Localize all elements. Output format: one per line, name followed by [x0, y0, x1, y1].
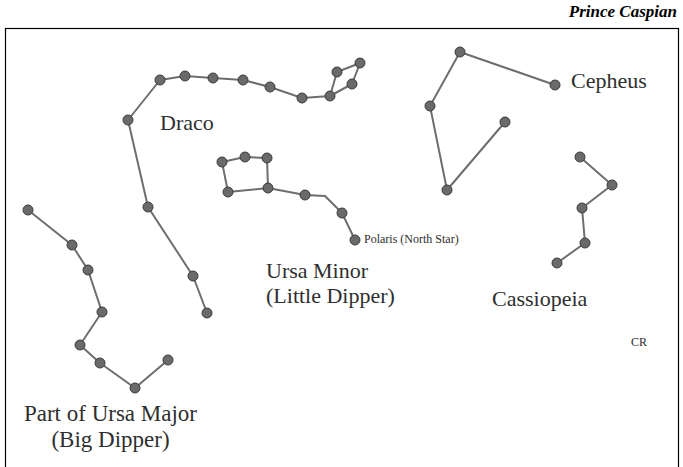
stars — [23, 47, 617, 393]
star — [75, 340, 85, 350]
star — [263, 183, 273, 193]
star — [347, 79, 357, 89]
star — [67, 240, 77, 250]
star — [155, 75, 165, 85]
star — [123, 115, 133, 125]
cepheus-line — [430, 52, 555, 190]
star — [442, 185, 452, 195]
star — [130, 383, 140, 393]
star — [425, 101, 435, 111]
star — [607, 180, 617, 190]
credit-mark: CR — [631, 336, 647, 350]
frame — [6, 29, 679, 467]
star — [300, 190, 310, 200]
star — [163, 355, 173, 365]
star — [95, 358, 105, 368]
star — [577, 203, 587, 213]
constellation-name: Cepheus — [571, 68, 647, 93]
star — [262, 153, 272, 163]
star — [97, 307, 107, 317]
star — [550, 80, 560, 90]
ursa-minor-line — [222, 157, 355, 240]
star — [500, 117, 510, 127]
star — [223, 187, 233, 197]
page-title: Prince Caspian — [569, 2, 677, 22]
star — [265, 82, 275, 92]
star — [83, 265, 93, 275]
star — [332, 67, 342, 77]
star — [297, 93, 307, 103]
constellation-name: Cassiopeia — [492, 286, 587, 311]
constellation-name: Part of Ursa Major (Big Dipper) — [8, 401, 213, 454]
star — [238, 75, 248, 85]
star — [455, 47, 465, 57]
star — [202, 308, 212, 318]
star — [355, 58, 365, 68]
star — [23, 205, 33, 215]
constellation-name: Draco — [160, 110, 214, 135]
constellation-lines — [28, 52, 612, 388]
star — [240, 152, 250, 162]
star — [580, 238, 590, 248]
cassiopeia-line — [557, 157, 612, 263]
star — [575, 152, 585, 162]
star — [552, 258, 562, 268]
star — [337, 208, 347, 218]
star — [208, 73, 218, 83]
star — [180, 71, 190, 81]
constellation-name: Ursa Minor (Little Dipper) — [266, 258, 416, 309]
ursa-major-line — [28, 210, 168, 388]
star — [217, 157, 227, 167]
star — [350, 235, 360, 245]
star-name: Polaris (North Star) — [364, 233, 459, 247]
star — [325, 91, 335, 101]
star — [143, 202, 153, 212]
star — [188, 271, 198, 281]
